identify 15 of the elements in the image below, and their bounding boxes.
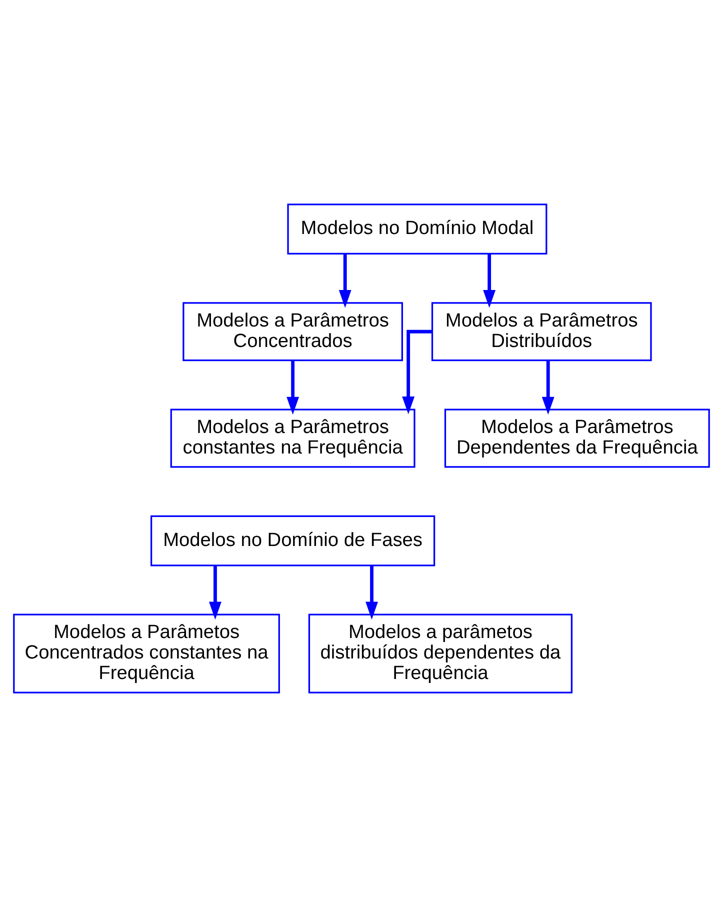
node-box: Modelos a Parâmetros constantes na Frequência [170, 408, 416, 468]
arrow [402, 330, 432, 414]
node-box: Modelos no Domínio de Fases [150, 515, 436, 566]
arrow [542, 360, 554, 415]
node-box: Modelos a parâmetos distribuídos dependentes da Frequência [308, 614, 573, 694]
arrow [366, 566, 378, 620]
arrow [338, 254, 352, 308]
arrow [286, 360, 300, 415]
arrow [208, 566, 222, 620]
node-box: Modelos a Parâmetos Concentrados constantes na Frequência [13, 614, 280, 694]
node-box: Modelos a Parâmetros Concentrados [182, 302, 403, 362]
node-box: Modelos a Parâmetros Distribuídos [431, 302, 652, 362]
arrow [483, 254, 496, 308]
node-box: Modelos a Parâmetros Dependentes da Frequência [444, 408, 710, 468]
node-box: Modelos no Domínio Modal [287, 204, 548, 254]
